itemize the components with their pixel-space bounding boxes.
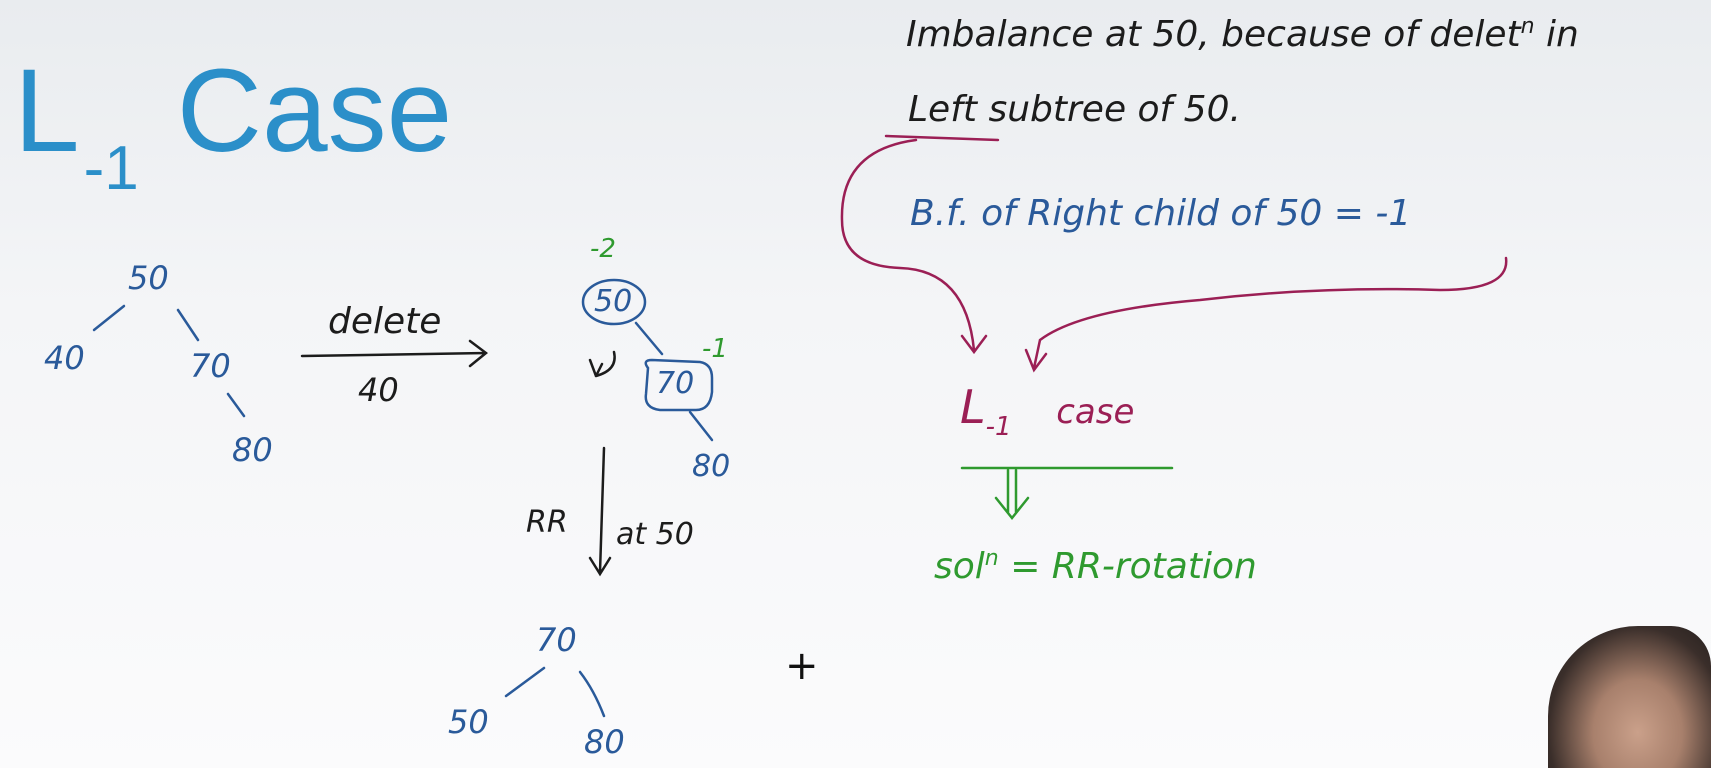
note-line-2-rest: subtree of 50.	[988, 89, 1241, 130]
title-word: Case	[176, 45, 453, 177]
arrow-bf-to-case	[1024, 256, 1508, 373]
title-letter: L	[14, 45, 80, 177]
rotation-location: at 50	[616, 517, 694, 552]
left-underline	[884, 134, 1000, 142]
edge-50-70-b	[634, 321, 664, 356]
note-left-word: Left	[908, 89, 977, 130]
note-line-1-text: Imbalance at 50, because of delet	[906, 14, 1521, 55]
note-line-1: Imbalance at 50, because of deletn in	[906, 16, 1579, 53]
edge-50-70	[176, 308, 200, 342]
note-line-2: Left subtree of 50.	[908, 92, 1241, 128]
rr-arrow	[588, 446, 612, 577]
tree3-node-50: 50	[448, 703, 489, 741]
solution-text: = RR-rotation	[1010, 546, 1257, 587]
solution-sup: n	[984, 546, 999, 571]
case-subscript: -1	[985, 412, 1012, 442]
presenter-webcam	[1548, 626, 1711, 768]
edge-70-80	[226, 392, 246, 418]
tree3-node-80: 80	[584, 723, 625, 761]
note-line-3: B.f. of Right child of 50 = -1	[910, 193, 1412, 234]
rotate-hint-icon	[588, 350, 616, 378]
delete-label: delete	[328, 301, 442, 342]
solution-label: sol	[934, 546, 985, 587]
tree1-node-70: 70	[190, 347, 231, 385]
edge-50-40	[92, 304, 126, 332]
case-label: L-1 case	[960, 384, 1135, 440]
tree3-node-70: 70	[536, 621, 577, 659]
implies-arrow	[994, 468, 1030, 521]
note-line-1-end: in	[1546, 14, 1579, 55]
bf-50: -2	[590, 234, 616, 264]
edge-70-80-b	[688, 410, 714, 442]
tree2-node-70: 70	[656, 366, 695, 401]
note-line-1-sup: n	[1520, 14, 1535, 39]
rotation-type: RR	[526, 505, 568, 540]
bf-70: -1	[702, 334, 728, 364]
delete-arrow	[300, 339, 489, 368]
case-word: case	[1056, 392, 1135, 432]
tree1-node-80: 80	[232, 431, 273, 469]
node-circle-50	[581, 278, 647, 326]
deleted-key: 40	[358, 371, 399, 409]
node-box-70	[644, 358, 714, 412]
title-subscript: -1	[83, 134, 139, 203]
solution-line: soln = RR-rotation	[934, 548, 1257, 585]
case-letter: L	[960, 380, 986, 434]
slide-title: L-1 Case	[14, 45, 452, 200]
tree2-node-50: 50	[594, 284, 633, 319]
tree2-node-80: 80	[692, 449, 731, 484]
crosshair-cursor-icon: +	[785, 643, 819, 689]
edge-70-80-c	[578, 670, 606, 718]
tree1-node-40: 40	[44, 339, 85, 377]
edge-70-50	[504, 666, 546, 698]
arrow-left-to-case	[840, 138, 988, 355]
tree1-node-50: 50	[128, 259, 169, 297]
